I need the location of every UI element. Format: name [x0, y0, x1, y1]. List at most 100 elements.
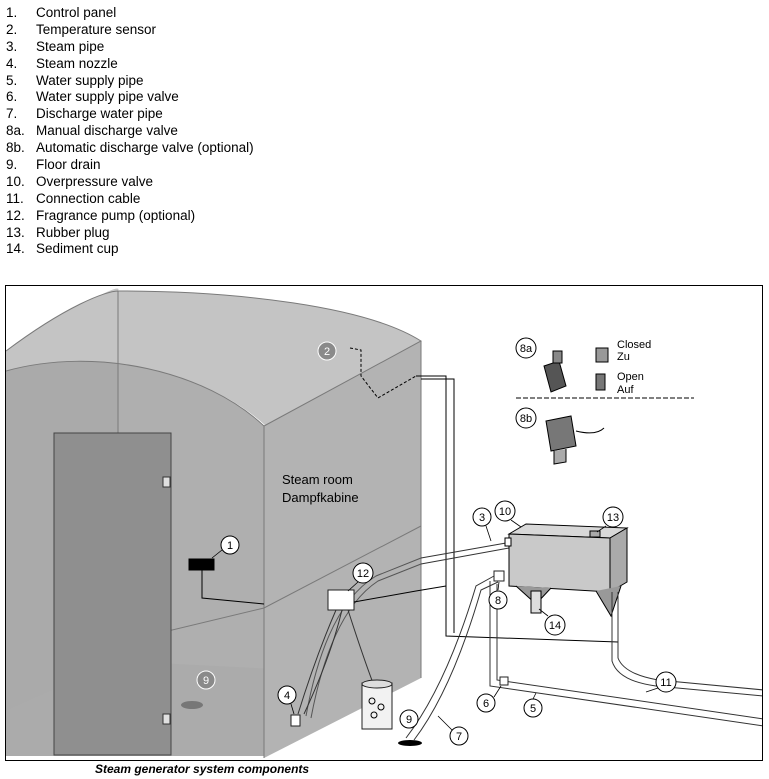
leader-10 — [510, 519, 522, 528]
legend-text: Overpressure valve — [36, 173, 154, 189]
callout-4: 4 — [277, 685, 297, 705]
legend-number: 4. — [6, 55, 18, 71]
callout-14: 14 — [544, 614, 566, 636]
legend-number: 11. — [6, 190, 24, 206]
legend-text: Automatic discharge valve (optional) — [36, 140, 254, 156]
legend-text: Rubber plug — [36, 224, 110, 240]
legend-number: 14. — [6, 241, 25, 257]
valve-closed-label-de: Zu — [617, 351, 630, 363]
callout-7: 7 — [449, 726, 469, 746]
legend-number: 10. — [6, 173, 25, 189]
floor-drain-room — [181, 701, 203, 709]
legend-item: 10. Overpressure valve — [6, 174, 254, 191]
callout-3-label: 3 — [479, 512, 485, 524]
callout-5-label: 5 — [530, 703, 536, 715]
sediment-cup — [530, 590, 542, 614]
steam-nozzle — [290, 714, 301, 727]
door-hinge-top — [162, 476, 171, 488]
callout-9-room-label: 9 — [203, 675, 209, 687]
legend-number: 2. — [6, 21, 18, 37]
fragrance-pump — [327, 589, 355, 611]
system-diagram: 1 2 3 4 5 6 7 8 8a 8b 9 9 10 11 12 13 14… — [5, 285, 763, 761]
room-label-en: Steam room — [282, 472, 353, 487]
legend-item: 5.Water supply pipe — [6, 73, 254, 90]
legend-text: Control panel — [36, 5, 117, 20]
leader-1 — [211, 549, 223, 559]
legend-item: 6.Water supply pipe valve — [6, 89, 254, 106]
valve-closed-label: Closed — [617, 339, 651, 351]
manual-valve-body — [543, 360, 567, 393]
legend-item: 13. Rubber plug — [6, 225, 254, 242]
legend-number: 13. — [6, 224, 25, 240]
callout-10-label: 10 — [499, 506, 511, 518]
legend-text: Manual discharge valve — [36, 123, 178, 139]
legend-text: Fragrance pump (optional) — [36, 207, 196, 223]
legend-text: Discharge water pipe — [36, 106, 163, 122]
legend-text: Sediment cup — [36, 241, 119, 257]
callout-8: 8 — [488, 590, 508, 610]
legend-number: 8a. — [6, 123, 25, 139]
connection-cable — [611, 592, 762, 697]
legend-item: 1. Control panel — [6, 5, 254, 22]
water-supply-valve — [499, 676, 509, 686]
legend-item: 14. Sediment cup — [6, 241, 254, 258]
legend-item: 8a. Manual discharge valve — [6, 123, 254, 140]
manual-valve-handle — [552, 350, 563, 364]
discharge-valve — [493, 570, 505, 582]
legend-item: 3.Steam pipe — [6, 39, 254, 56]
callout-3: 3 — [472, 507, 492, 527]
callout-12: 12 — [352, 562, 374, 584]
valve-closed-indicator — [595, 347, 609, 363]
automatic-valve-body — [545, 415, 577, 452]
legend-text: Steam pipe — [36, 38, 105, 54]
legend-text: Steam nozzle — [36, 55, 118, 71]
callout-9-room: 9 — [196, 670, 216, 690]
leader-12 — [347, 581, 359, 592]
valve-open-indicator — [595, 373, 606, 391]
callout-8-label: 8 — [495, 595, 501, 607]
fragrance-container-top — [361, 679, 393, 689]
legend-text: Water supply pipe — [36, 72, 144, 88]
floor-drain-outside — [398, 740, 422, 746]
callout-13-label: 13 — [607, 512, 619, 524]
callout-14-label: 14 — [549, 620, 561, 632]
callout-8b: 8b — [515, 407, 537, 429]
callout-1: 1 — [220, 535, 240, 555]
leader-14 — [538, 608, 549, 617]
temperature-sensor-wire — [349, 347, 417, 399]
callout-9-floor-label: 9 — [406, 714, 412, 726]
leader-13 — [596, 525, 607, 533]
legend-item: 12.Fragrance pump (optional) — [6, 208, 254, 225]
room-outline — [6, 290, 422, 758]
control-panel-cable — [201, 570, 265, 605]
legend-number: 8b. — [6, 140, 25, 156]
steam-pipe — [420, 542, 510, 565]
callout-8a: 8a — [515, 337, 537, 359]
legend-item: 7.Discharge water pipe — [6, 106, 254, 123]
callout-12-label: 12 — [357, 568, 369, 580]
legend-number: 9. — [6, 157, 18, 173]
legend-item: 11.Connection cable — [6, 191, 254, 208]
overpressure-valve — [504, 537, 512, 547]
door-hinge-bottom — [162, 713, 171, 725]
steam-generator-side — [609, 527, 628, 593]
water-supply-pipe — [489, 581, 762, 727]
legend-number: 6. — [6, 89, 18, 105]
automatic-valve-port — [553, 449, 567, 465]
valve-open-label: Open — [617, 371, 644, 383]
callout-8a-label: 8a — [520, 343, 533, 355]
room-roof — [6, 291, 421, 426]
leader-4 — [290, 703, 295, 715]
leader-7 — [437, 715, 453, 731]
steam-generator-front — [508, 533, 611, 593]
figure-caption: Steam generator system components — [95, 762, 310, 776]
callout-13: 13 — [602, 506, 624, 528]
sensor-cable — [416, 375, 619, 643]
callout-4-label: 4 — [284, 690, 290, 702]
legend-number: 1. — [6, 5, 18, 20]
callout-11-label: 11 — [660, 677, 671, 689]
legend-text: Temperature sensor — [36, 21, 157, 37]
control-panel — [188, 558, 215, 571]
rubber-plug — [589, 530, 601, 538]
callout-6-label: 6 — [483, 698, 489, 710]
